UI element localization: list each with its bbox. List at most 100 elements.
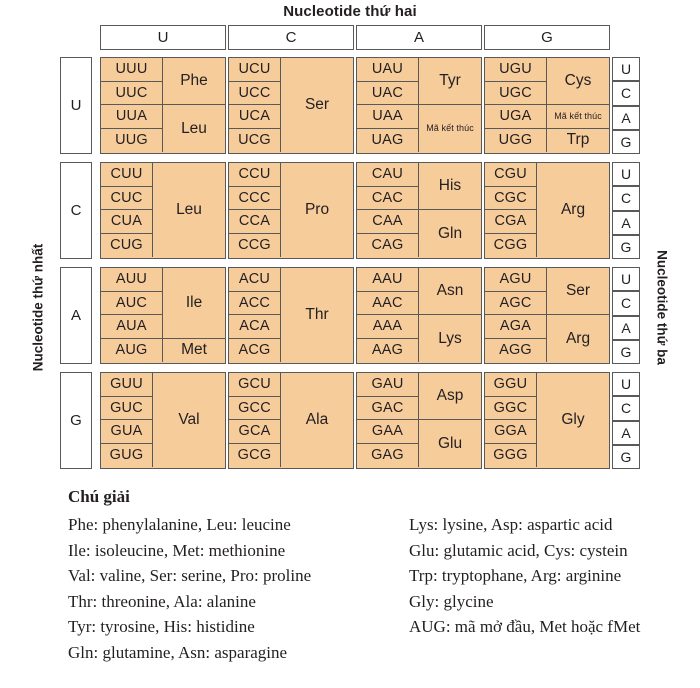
- codon-cell: GCU: [229, 373, 281, 397]
- amino-acid-column: Arg: [537, 163, 609, 258]
- amino-acid-cell: Tyr: [419, 58, 481, 106]
- third-nucleotide-g: G: [612, 129, 640, 154]
- codon-cell: UAC: [357, 81, 419, 106]
- amino-acid-cell: Mã kết thúc: [547, 105, 609, 129]
- amino-acid-cell: Mã kết thúc: [426, 122, 474, 133]
- codon-cell: AAU: [357, 268, 419, 292]
- third-nucleotide-g: G: [612, 444, 640, 469]
- amino-acid-cell: Pro: [304, 200, 330, 218]
- codon-cell: GAU: [357, 373, 419, 397]
- codon-cell: GUC: [101, 396, 153, 421]
- codon-cell: ACU: [229, 268, 281, 292]
- codon-cell: UGU: [485, 58, 547, 82]
- amino-acid-cell: Arg: [560, 200, 586, 218]
- legend-line-left-2: Ile: isoleucine, Met: methionine: [68, 540, 286, 560]
- amino-acid-column: Tyr Mã kết thúc: [419, 58, 481, 153]
- codon-cell: CAG: [357, 233, 419, 258]
- legend-line-left-5: Tyr: tyrosine, His: histidine: [68, 617, 255, 637]
- amino-acid-column: Pro: [281, 163, 353, 258]
- amino-acid-cell: Ser: [304, 95, 330, 113]
- codon-cell: UCC: [229, 81, 281, 106]
- first-nucleotide-axis-label: Nucleotide thứ nhất: [30, 243, 46, 372]
- legend-line-left-3: Val: valine, Ser: serine, Pro: proline: [68, 566, 312, 586]
- amino-acid-cell: Lys: [438, 329, 462, 347]
- codon-cell: UUA: [101, 105, 163, 129]
- legend-line-right-4: Gly: glycine: [409, 591, 494, 611]
- amino-acid-column: Ala: [281, 373, 353, 468]
- codon-cell: UCA: [229, 105, 281, 129]
- amino-acid-cell: Thr: [305, 305, 329, 323]
- codon-cell: CCU: [229, 163, 281, 187]
- codon-cell: GGG: [485, 443, 537, 468]
- row-header-u: U: [60, 57, 92, 154]
- column-header-c: C: [228, 25, 354, 50]
- codon-cell: GAA: [357, 420, 419, 444]
- third-nucleotide-u: U: [612, 372, 640, 397]
- codon-cell: GGC: [485, 396, 537, 421]
- third-nucleotide-a: A: [612, 210, 640, 235]
- codon-cell: UAU: [357, 58, 419, 82]
- third-nucleotide-c: C: [612, 186, 640, 211]
- codon-cell: GCA: [229, 420, 281, 444]
- codon-cell: AAA: [357, 315, 419, 339]
- codon-cell: AUA: [101, 315, 163, 339]
- third-nucleotide-a: A: [612, 420, 640, 445]
- amino-acid-cell: Val: [178, 410, 200, 428]
- third-nucleotide-a: A: [612, 105, 640, 130]
- codon-cell: UGG: [485, 128, 547, 153]
- codon-cell: CUU: [101, 163, 153, 187]
- codon-cell: UUU: [101, 58, 163, 82]
- row-header-c: C: [60, 162, 92, 259]
- amino-acid-column: Thr: [281, 268, 353, 363]
- codon-cell: UUC: [101, 81, 163, 106]
- third-nucleotide-c: C: [612, 396, 640, 421]
- amino-acid-cell: Gly: [561, 410, 585, 428]
- codon-cell: CGC: [485, 186, 537, 211]
- third-nucleotide-g: G: [612, 234, 640, 259]
- row-header-g: G: [60, 372, 92, 469]
- amino-acid-column: Leu: [153, 163, 225, 258]
- codon-cell: ACG: [229, 338, 281, 363]
- codon-cell: ACC: [229, 291, 281, 316]
- legend-line-left-1: Phe: phenylalanine, Leu: leucine: [68, 515, 291, 534]
- codon-cell: CGU: [485, 163, 537, 187]
- third-nucleotide-u: U: [612, 57, 640, 82]
- amino-acid-cell: Leu: [176, 200, 202, 218]
- amino-acid-cell: Asp: [419, 373, 481, 421]
- amino-acid-cell: Leu: [181, 119, 207, 137]
- codon-cell: CGG: [485, 233, 537, 258]
- amino-acid-cell: Phe: [163, 58, 225, 106]
- codon-cell: AAC: [357, 291, 419, 316]
- third-nucleotide-axis-label: Nucleotide thứ ba: [654, 250, 670, 365]
- codon-cell: AGU: [485, 268, 547, 292]
- codon-cell: CAC: [357, 186, 419, 211]
- amino-acid-cell: Ser: [547, 268, 609, 316]
- amino-acid-column: Ser: [281, 58, 353, 153]
- third-nucleotide-a: A: [612, 315, 640, 340]
